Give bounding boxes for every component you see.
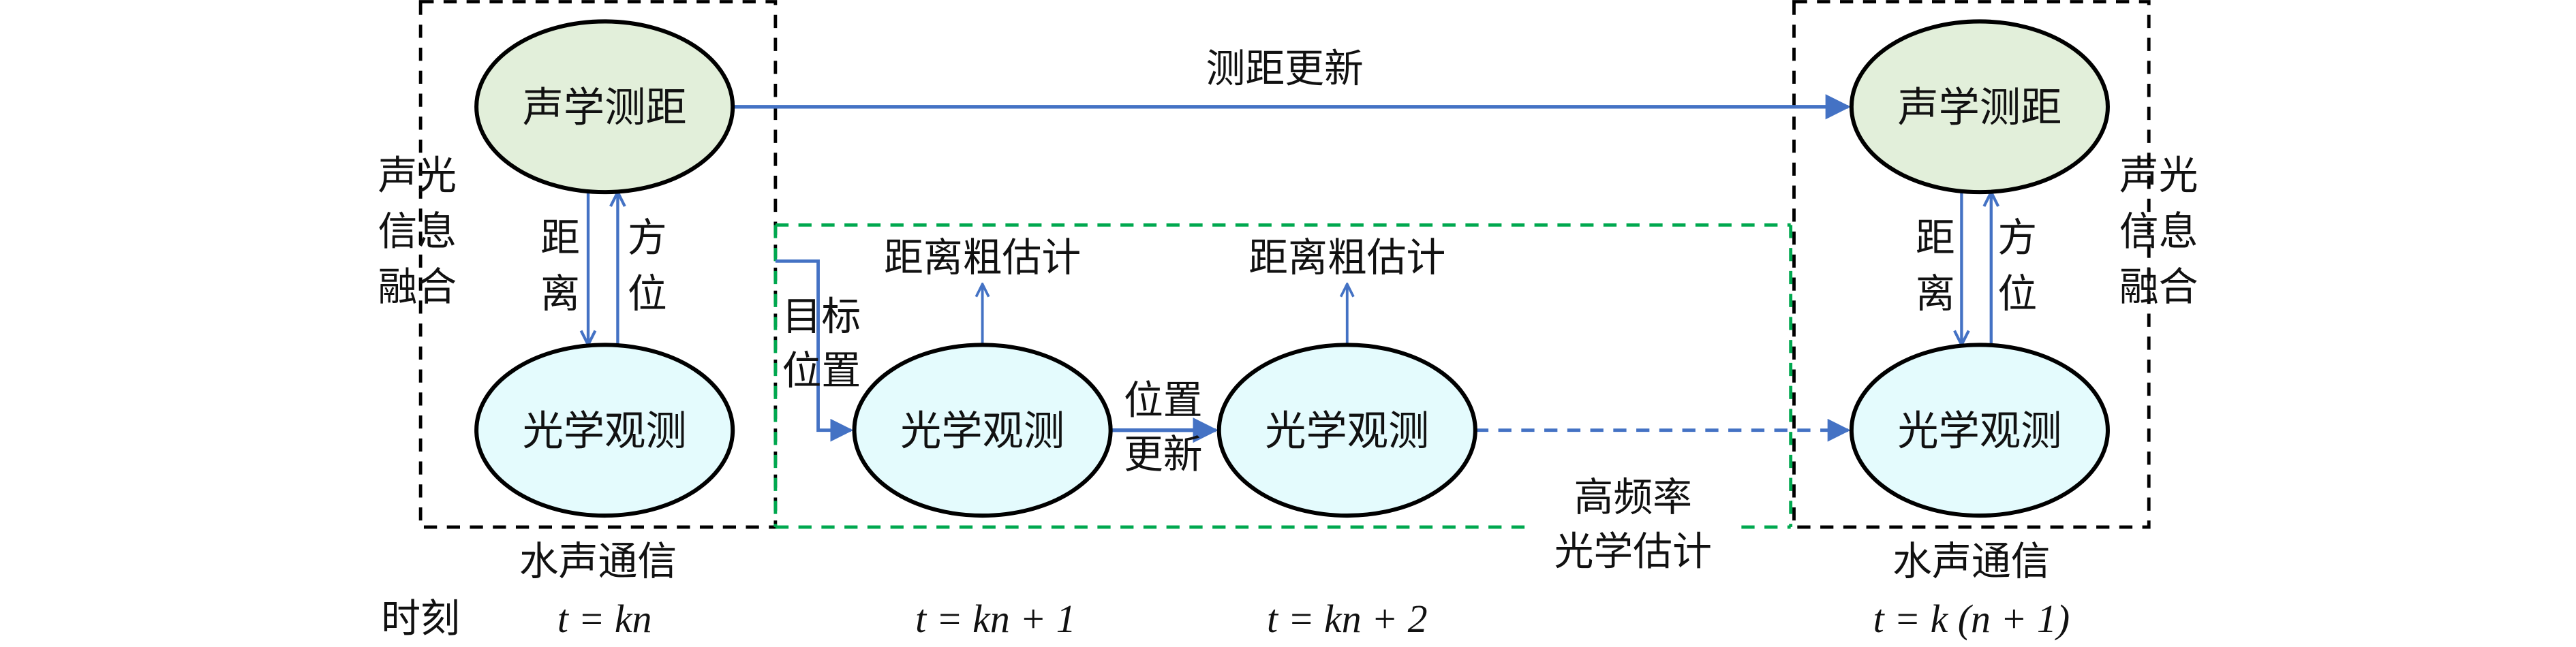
node-acoustic-ranging-right: 声学测距 [1849, 19, 2110, 195]
left-fusion-box [418, 0, 778, 529]
svg-text:融合: 融合 [2119, 264, 2198, 310]
svg-text:高频率: 高频率 [1574, 474, 1692, 520]
svg-text:声学测距: 声学测距 [523, 84, 687, 131]
svg-text:位置: 位置 [1124, 377, 1203, 424]
svg-text:更新: 更新 [1124, 431, 1203, 477]
coarse-estimate-label-1: 距离粗估计 [884, 234, 1081, 281]
node-optical-observation-kn1: 光学观测 [852, 343, 1113, 518]
distance-label-left: 距 离 [540, 215, 580, 317]
bearing-label-left: 方 位 [628, 215, 667, 317]
time-kn-plus-2: t = kn + 2 [1267, 597, 1428, 641]
timeline-label: 时刻 [381, 595, 460, 642]
svg-text:位: 位 [1997, 270, 2037, 317]
ranging-update-label: 测距更新 [1206, 46, 1363, 92]
fusion-label-left: 声光 信息 融合 [378, 152, 457, 310]
bearing-label-right: 方 位 [1997, 215, 2037, 317]
svg-text:方: 方 [628, 215, 667, 261]
node-acoustic-ranging-left: 声学测距 [474, 19, 735, 195]
svg-text:距: 距 [540, 215, 580, 261]
target-position-label: 目标 位置 [782, 294, 861, 394]
svg-text:声光: 声光 [2119, 152, 2198, 198]
svg-text:声光: 声光 [378, 152, 457, 198]
svg-text:位: 位 [628, 270, 667, 317]
distance-label-right: 距 离 [1916, 215, 1955, 317]
node-optical-observation-right: 光学观测 [1849, 343, 2110, 518]
acoustic-comm-label-left: 水声通信 [519, 538, 677, 584]
svg-text:信息: 信息 [378, 208, 457, 254]
target-position-arrow [775, 259, 854, 442]
svg-text:融合: 融合 [378, 264, 457, 310]
svg-text:光学估计: 光学估计 [1554, 528, 1712, 574]
coarse-estimate-label-2: 距离粗估计 [1248, 234, 1445, 281]
svg-text:光学观测: 光学观测 [1265, 407, 1429, 455]
node-optical-observation-kn2: 光学观测 [1216, 343, 1477, 518]
acoustic-comm-label-right: 水声通信 [1892, 538, 2050, 584]
time-kn-plus-1: t = kn + 1 [915, 597, 1076, 641]
time-k-n-plus-1: t = k (n + 1) [1873, 597, 2070, 641]
svg-text:光学观测: 光学观测 [1897, 407, 2061, 455]
svg-text:声学测距: 声学测距 [1897, 84, 2061, 131]
svg-text:距: 距 [1916, 215, 1955, 261]
svg-text:位置: 位置 [782, 347, 861, 394]
svg-text:光学观测: 光学观测 [900, 407, 1064, 455]
position-update-label: 位置 更新 [1124, 377, 1203, 478]
svg-text:方: 方 [1997, 215, 2037, 261]
node-optical-observation-kn: 光学观测 [474, 343, 735, 518]
svg-text:目标: 目标 [782, 294, 861, 340]
fusion-label-right: 声光 信息 融合 [2119, 152, 2198, 310]
svg-text:光学观测: 光学观测 [523, 407, 687, 455]
high-frequency-label: 高频率 光学估计 [1554, 474, 1712, 575]
time-kn: t = kn [557, 597, 652, 641]
svg-text:离: 离 [540, 270, 580, 317]
svg-text:信息: 信息 [2119, 208, 2198, 254]
right-fusion-box [1792, 0, 2151, 529]
svg-text:离: 离 [1916, 270, 1955, 317]
